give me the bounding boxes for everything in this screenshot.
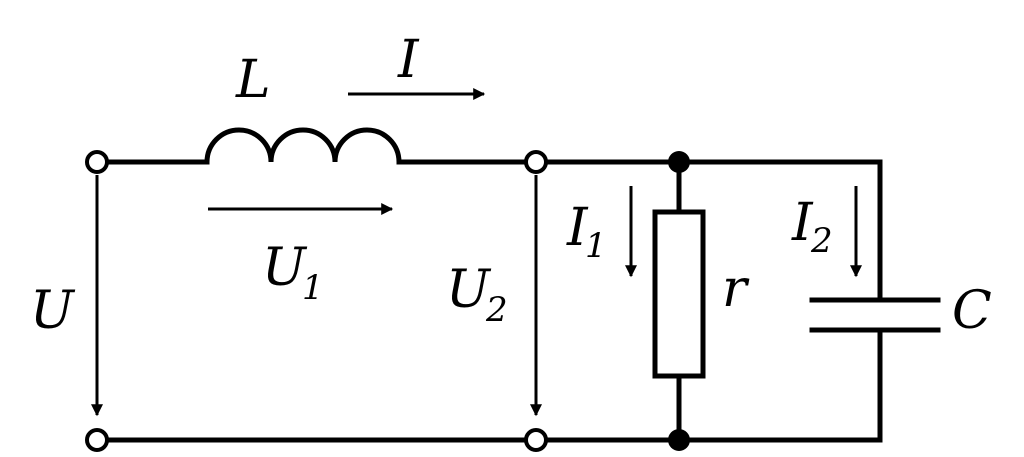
label-voltage-output-sub: 2 <box>485 290 508 330</box>
top-wire-right <box>542 159 883 303</box>
label-current-capacitor-sub: 2 <box>810 221 833 261</box>
label-voltage-inductor-sub: 1 <box>302 268 324 308</box>
label-capacitor: C <box>952 281 992 341</box>
label-current-resistor: I <box>566 198 589 258</box>
resistor-body <box>652 209 706 379</box>
inductor-coil <box>204 127 402 165</box>
label-voltage-input: U <box>30 281 76 341</box>
label-current-resistor-sub: 1 <box>585 226 607 266</box>
label-voltage-inductor: U <box>262 238 308 298</box>
terminal-output-bottom <box>524 428 548 452</box>
label-inductor: L <box>235 50 271 110</box>
label-current-main: I <box>397 30 420 90</box>
junction-node-bottom <box>668 429 690 451</box>
label-resistor: r <box>722 259 750 319</box>
label-voltage-output: U <box>446 260 492 320</box>
terminal-input-bottom <box>85 428 109 452</box>
terminal-output-top <box>524 150 548 174</box>
terminal-input-top <box>85 150 109 174</box>
junction-node-top <box>668 151 690 173</box>
bottom-wire-right <box>542 327 883 443</box>
label-current-capacitor: I <box>791 193 814 253</box>
